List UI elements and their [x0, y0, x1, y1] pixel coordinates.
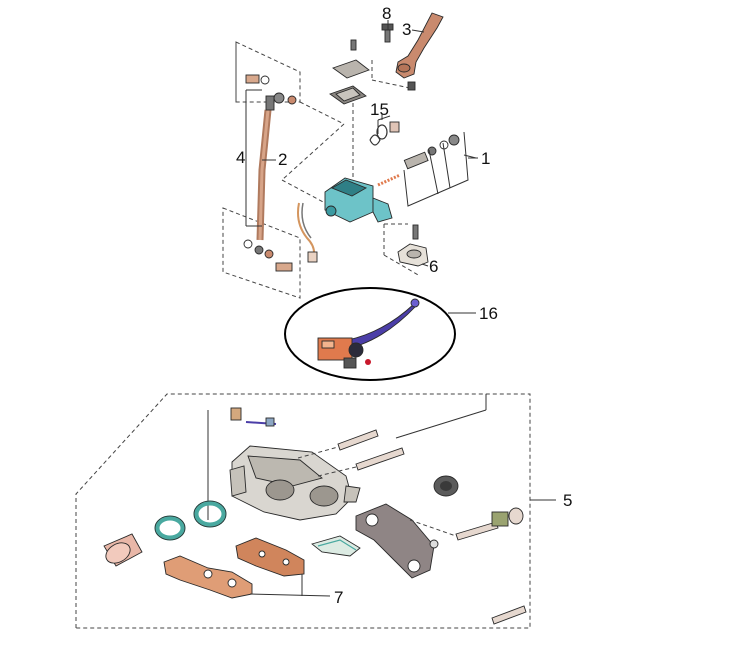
brake-lever-3: [395, 12, 444, 91]
callout-5: 5: [563, 491, 572, 510]
callout-1: 1: [481, 149, 490, 168]
hose-span-4: [245, 89, 262, 227]
bracket-bolts: [409, 507, 527, 625]
callout-6: 6: [429, 257, 438, 276]
callout-7: 7: [334, 588, 343, 607]
hose-group-outline: [222, 41, 345, 299]
callout-2: 2: [278, 150, 287, 169]
bleeder-screw: [230, 407, 277, 427]
master-cylinder: [324, 177, 393, 223]
clamp-6: [397, 224, 429, 267]
callout-leaders: [262, 20, 478, 314]
callout-15: 15: [370, 100, 389, 119]
rubber-boot: [433, 475, 459, 497]
brake-switch-wire: [297, 202, 318, 263]
master-cylinder-group-outline: [352, 60, 421, 277]
piston-seals: [154, 500, 227, 541]
brake-pads-7: [163, 537, 331, 599]
caliper-piston: [103, 533, 143, 567]
caliper-bracket: [355, 503, 439, 579]
piston-kit-1: [377, 131, 477, 207]
brake-hose-2: [243, 74, 297, 272]
callout-16: 16: [479, 304, 498, 323]
callout-8: 8: [382, 4, 391, 23]
slide-pins: [297, 429, 405, 477]
aftermarket-lever-16: [284, 287, 456, 381]
callout-4: 4: [236, 148, 245, 167]
clip-parts-15: [369, 115, 400, 146]
pad-spring: [311, 535, 361, 557]
caliper-body: [229, 445, 361, 521]
callout-3: 3: [402, 20, 411, 39]
reservoir-cap: [329, 39, 370, 105]
